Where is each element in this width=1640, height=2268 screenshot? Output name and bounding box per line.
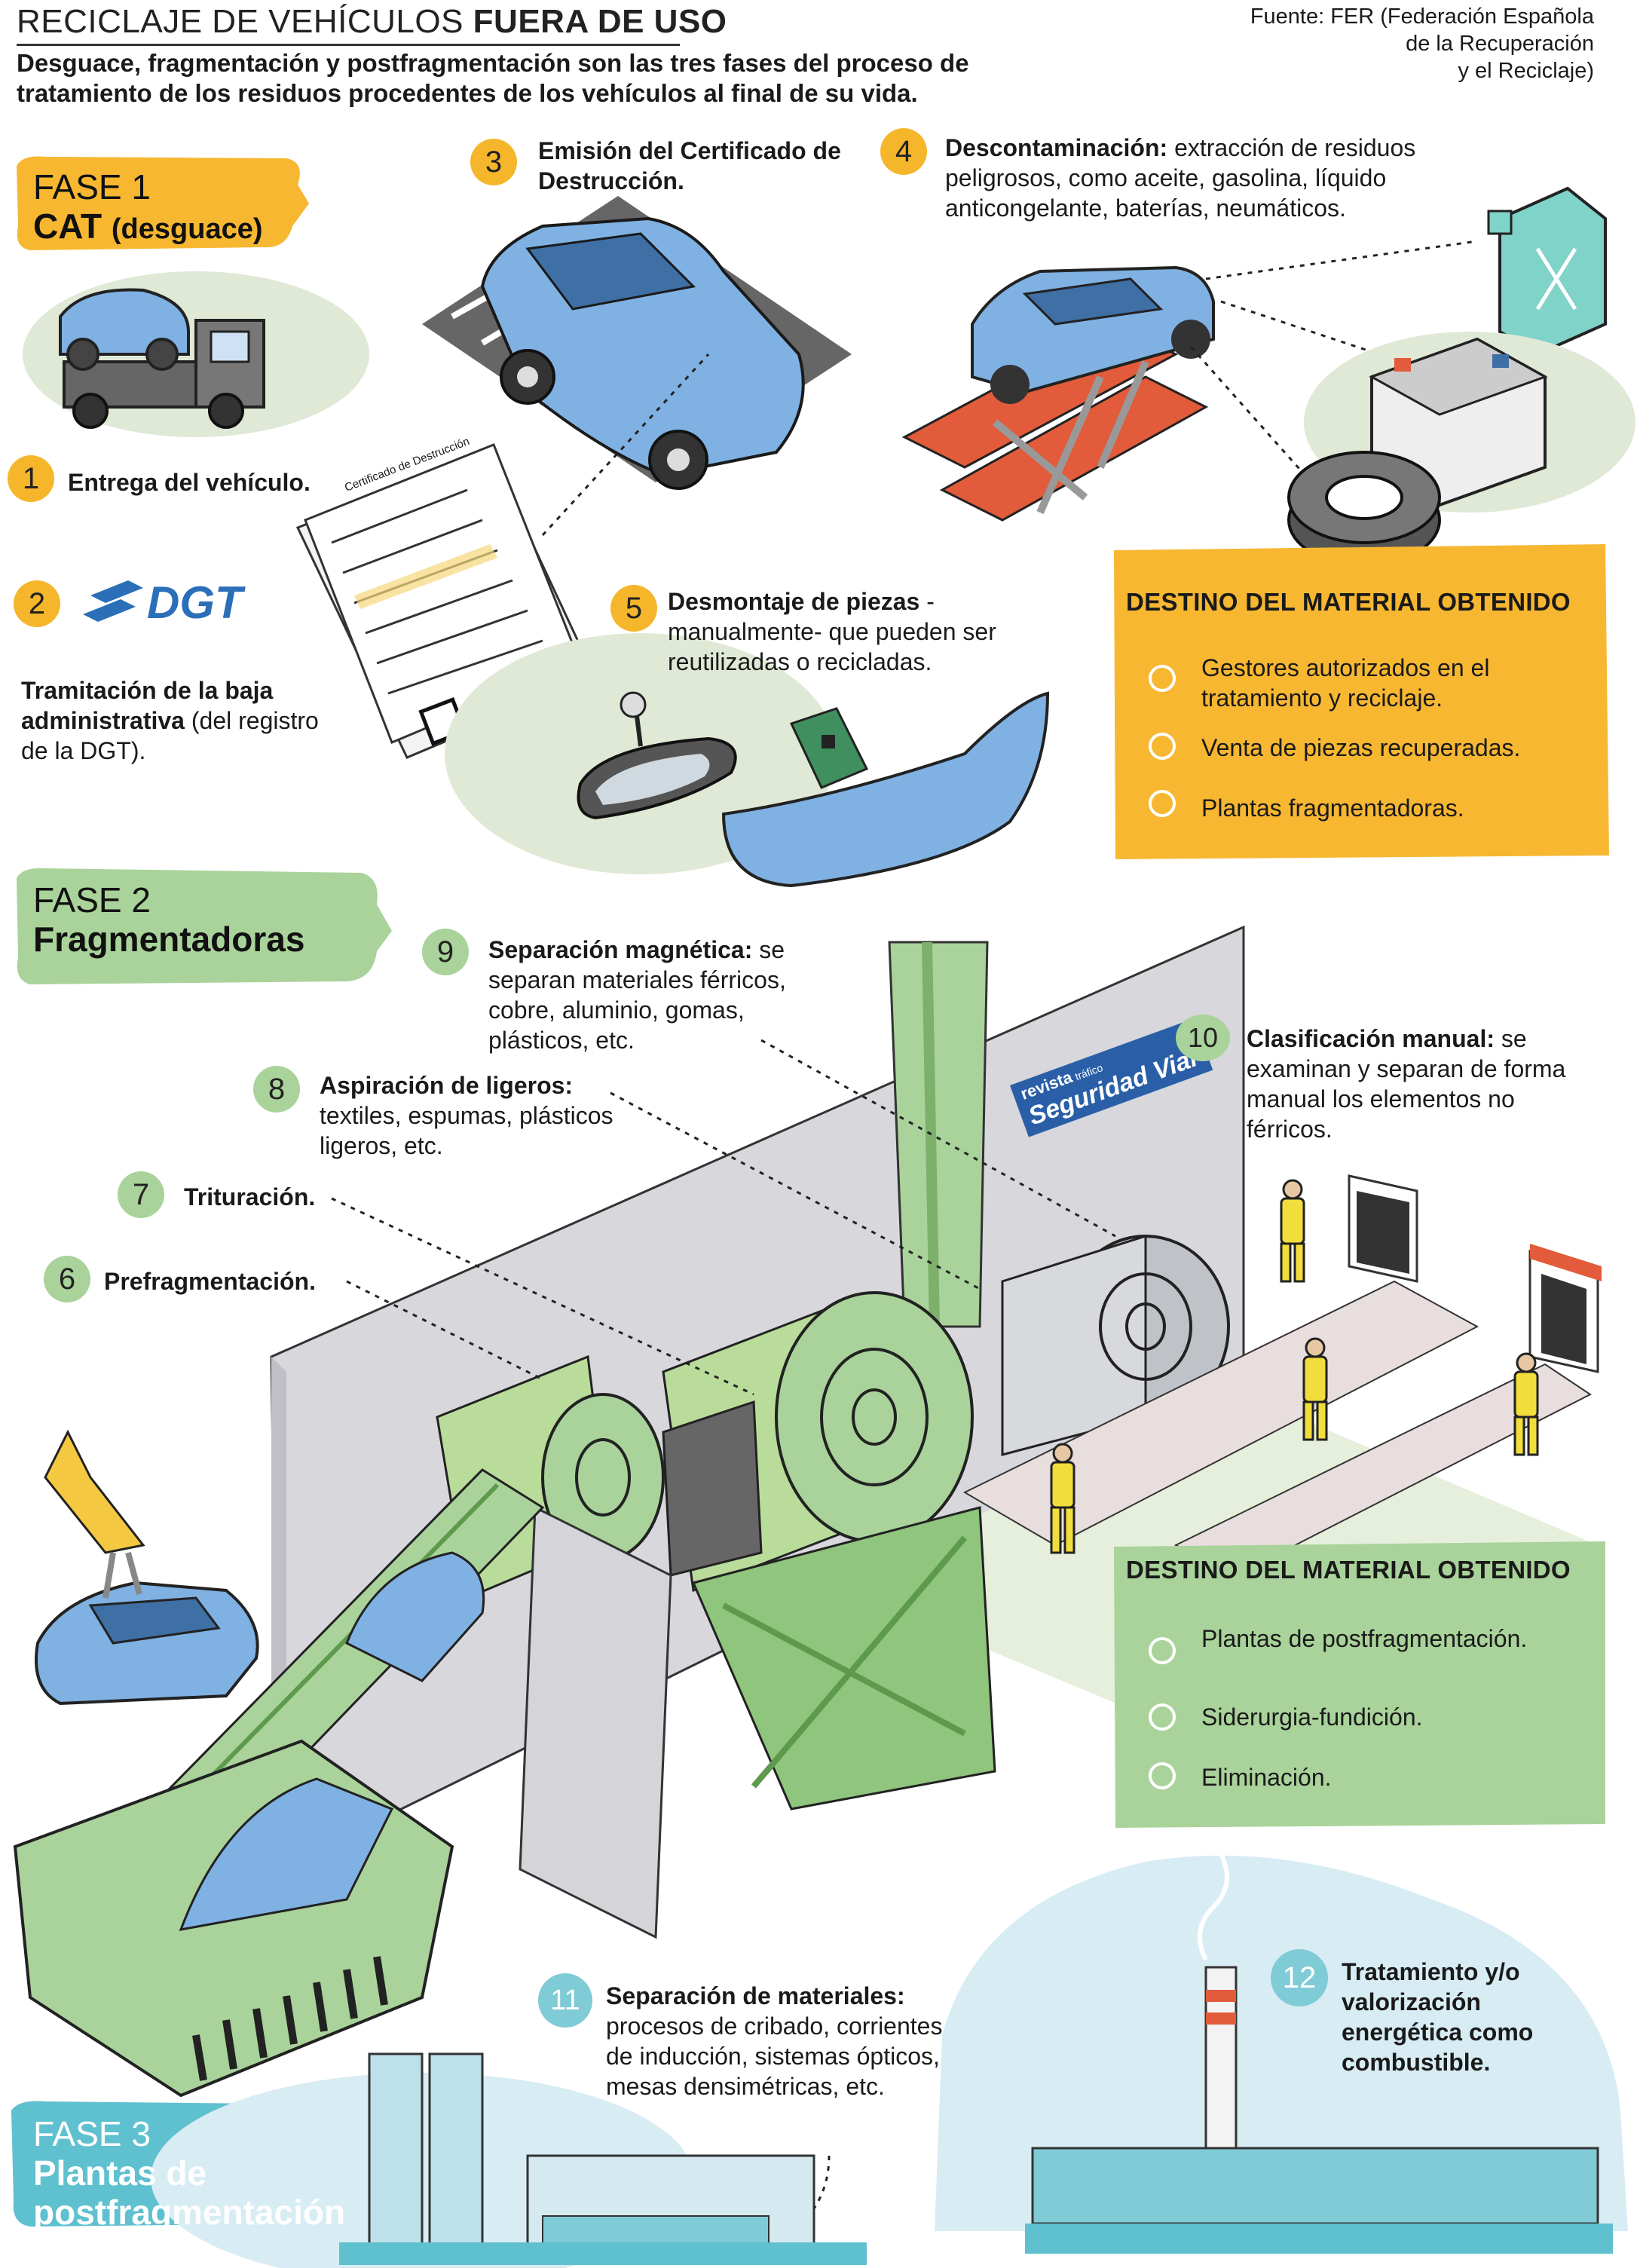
phase-title: Fragmentadoras: [33, 920, 305, 959]
step-number: 6: [44, 1256, 90, 1302]
title-bold: FUERA DE USO: [473, 3, 727, 40]
step-3-text: Emisión del Certificado de Destrucción.: [538, 137, 841, 194]
source-line: y el Reciclaje): [1458, 59, 1595, 83]
bullet-ring: [1149, 733, 1176, 760]
title-underline: [17, 44, 680, 46]
phase-number: FASE 2: [33, 880, 151, 920]
step-number: 7: [118, 1171, 164, 1218]
dest1-item: Plantas fragmentadoras.: [1201, 794, 1464, 822]
step-11-text: Separación de materiales: procesos de cr…: [606, 1982, 943, 2100]
dest2-item: Plantas de postfragmentación.: [1201, 1625, 1528, 1652]
step-number: 4: [880, 128, 927, 175]
step-number: 10: [1176, 1015, 1230, 1061]
dgt-logo-mark: [83, 580, 143, 622]
step-number: 9: [422, 929, 469, 975]
step-number: 3: [470, 139, 517, 185]
source-line: Fuente: FER (Federación Española: [1250, 5, 1594, 29]
step-8-text: Aspiración de ligeros: textiles, espumas…: [320, 1072, 613, 1159]
tow-truck-icon: [23, 271, 369, 437]
tire-icon: [1287, 451, 1441, 567]
dest1-item: Venta de piezas recuperadas.: [1201, 734, 1521, 761]
chimney-icon: [935, 1853, 1628, 2254]
dgt-logo: DGT: [83, 573, 249, 633]
step-number: 1: [8, 455, 54, 502]
magnet-drum-icon: [1001, 1234, 1230, 1456]
step-number: 12: [1271, 1949, 1328, 2006]
bullet-ring: [1149, 1762, 1176, 1789]
dest2-item: Eliminación.: [1201, 1764, 1332, 1791]
source-line: de la Recuperación: [1406, 32, 1594, 56]
bullet-ring: [1149, 1703, 1176, 1731]
step-12-text: Tratamiento y/o valorización energética …: [1342, 1958, 1534, 2076]
circuit-board-icon: [789, 707, 869, 789]
bullet-ring: [1149, 790, 1176, 817]
step-4-text: Descontaminación: extracción de residuos…: [945, 134, 1416, 222]
phase-1-label: FASE 1 CAT (desguace): [33, 167, 263, 249]
phase-title: Plantas de postfragmentación: [33, 2153, 346, 2232]
dest2-item: Siderurgia-fundición.: [1201, 1703, 1423, 1731]
lift-car-icon: [901, 240, 1478, 522]
step-number: 5: [610, 585, 657, 632]
step-10-text: Clasificación manual: se examinan y sepa…: [1247, 1025, 1566, 1143]
car-parked-icon: [422, 196, 852, 490]
step-1-text: Entrega del vehículo.: [68, 469, 311, 496]
container-icon: [13, 1739, 454, 2098]
phase2-blob: [17, 868, 392, 984]
step-5-text: Desmontaje de piezas -manualmente- que p…: [668, 588, 996, 675]
phase-3-label: FASE 3 Plantas de postfragmentación: [33, 2114, 350, 2232]
step-number: 11: [538, 1973, 592, 2028]
dgt-logo-text: DGT: [147, 577, 243, 628]
crane-car-icon: [35, 1429, 259, 1706]
tanks-icon: [151, 2052, 867, 2268]
dest1-item: Gestores autorizados en el tratamiento y…: [1201, 654, 1490, 712]
step-2-text: Tramitación de la baja administrativa (d…: [21, 677, 319, 764]
dest2-title: DESTINO DEL MATERIAL OBTENIDO: [1126, 1556, 1571, 1584]
title-light: RECICLAJE DE VEHÍCULOS: [17, 3, 464, 40]
bullet-ring: [1149, 665, 1176, 692]
step-7-text: Trituración.: [184, 1183, 316, 1211]
phase-title: CAT (desguace): [33, 207, 263, 246]
step-9-text: Separación magnética: se separan materia…: [488, 936, 786, 1054]
phase-2-label: FASE 2 Fragmentadoras: [33, 880, 304, 959]
source-credit: Fuente: FER (Federación Española de la R…: [1176, 3, 1594, 84]
page-subtitle: Desguace, fragmentación y postfragmentac…: [17, 49, 969, 107]
dest1-title: DESTINO DEL MATERIAL OBTENIDO: [1126, 588, 1571, 616]
leader-lines: [331, 1039, 1116, 2209]
step-number: 8: [253, 1066, 300, 1113]
worker-icon: [1050, 1179, 1539, 1554]
step-6-text: Prefragmentación.: [104, 1268, 316, 1295]
phase-number: FASE 1: [33, 167, 151, 207]
bumper-icon: [721, 691, 1050, 888]
step-number: 2: [14, 580, 60, 627]
phase-number: FASE 3: [33, 2114, 151, 2153]
fuel-can-icon: [1487, 186, 1607, 357]
bullet-ring: [1149, 1637, 1176, 1664]
dest2-box-shape: [1114, 1541, 1605, 1828]
phase1-blob: [17, 156, 309, 250]
page-title: RECICLAJE DE VEHÍCULOS FUERA DE USO: [17, 3, 727, 41]
dest1-box-shape: [1114, 544, 1609, 859]
